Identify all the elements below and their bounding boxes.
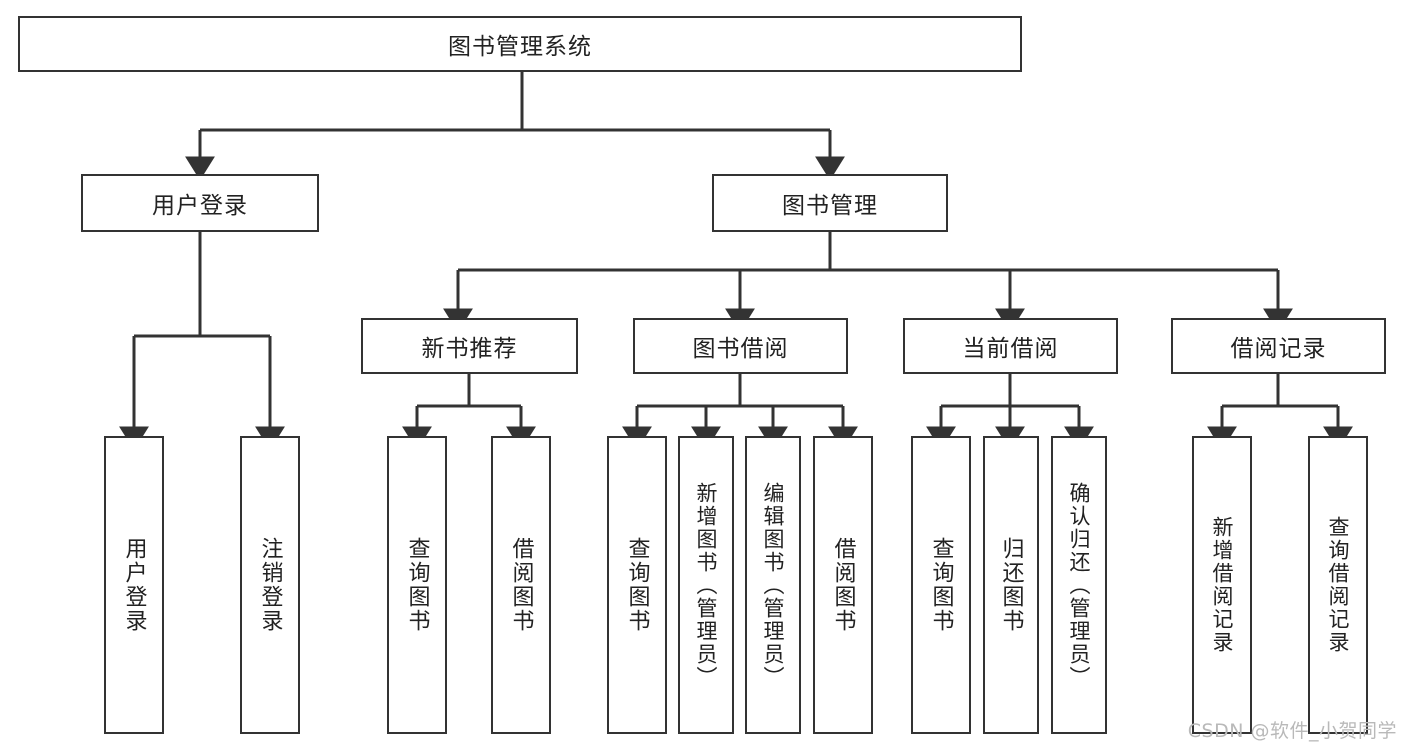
node-label: 图书管理 <box>782 193 878 219</box>
node-label: 新增图书（管理员） <box>694 481 719 689</box>
leaf-confirm-return-admin[interactable]: 确认归还（管理员） <box>1051 436 1107 734</box>
node-label: 图书管理系统 <box>448 34 592 60</box>
node-user-login[interactable]: 用户登录 <box>81 174 319 232</box>
node-label: 图书借阅 <box>692 336 789 362</box>
node-label: 借阅图书 <box>830 537 856 633</box>
leaf-borrow-book-recommend[interactable]: 借阅图书 <box>491 436 551 734</box>
node-label: 当前借阅 <box>962 336 1059 362</box>
node-label: 归还图书 <box>998 537 1024 633</box>
node-book-management[interactable]: 图书管理 <box>712 174 948 232</box>
node-label: 编辑图书（管理员） <box>761 481 786 689</box>
leaf-add-book-admin[interactable]: 新增图书（管理员） <box>678 436 734 734</box>
leaf-borrow-book[interactable]: 借阅图书 <box>813 436 873 734</box>
watermark-text: CSDN @软件_小贺同学 <box>1187 720 1397 742</box>
node-label: 确认归还（管理员） <box>1067 481 1092 689</box>
leaf-query-book-recommend[interactable]: 查询图书 <box>387 436 447 734</box>
node-label: 注销登录 <box>257 537 283 633</box>
node-root-system[interactable]: 图书管理系统 <box>18 16 1022 72</box>
node-new-book-recommend[interactable]: 新书推荐 <box>361 318 578 374</box>
node-label: 新增借阅记录 <box>1210 516 1235 654</box>
node-label: 借阅记录 <box>1230 336 1327 362</box>
leaf-return-book[interactable]: 归还图书 <box>983 436 1039 734</box>
node-label: 查询图书 <box>624 537 650 633</box>
node-book-borrow[interactable]: 图书借阅 <box>633 318 848 374</box>
node-borrow-record[interactable]: 借阅记录 <box>1171 318 1386 374</box>
node-current-borrow[interactable]: 当前借阅 <box>903 318 1118 374</box>
node-label: 用户登录 <box>152 193 248 219</box>
leaf-edit-book-admin[interactable]: 编辑图书（管理员） <box>745 436 801 734</box>
node-label: 查询图书 <box>404 537 430 633</box>
leaf-query-borrow-record[interactable]: 查询借阅记录 <box>1308 436 1368 734</box>
leaf-add-borrow-record[interactable]: 新增借阅记录 <box>1192 436 1252 734</box>
leaf-user-login[interactable]: 用户登录 <box>104 436 164 734</box>
node-label: 借阅图书 <box>508 537 534 633</box>
node-label: 用户登录 <box>121 537 147 633</box>
leaf-query-book-current[interactable]: 查询图书 <box>911 436 971 734</box>
node-label: 查询借阅记录 <box>1326 516 1351 654</box>
leaf-query-book-borrow[interactable]: 查询图书 <box>607 436 667 734</box>
node-label: 新书推荐 <box>421 336 518 362</box>
node-label: 查询图书 <box>928 537 954 633</box>
leaf-user-logout[interactable]: 注销登录 <box>240 436 300 734</box>
